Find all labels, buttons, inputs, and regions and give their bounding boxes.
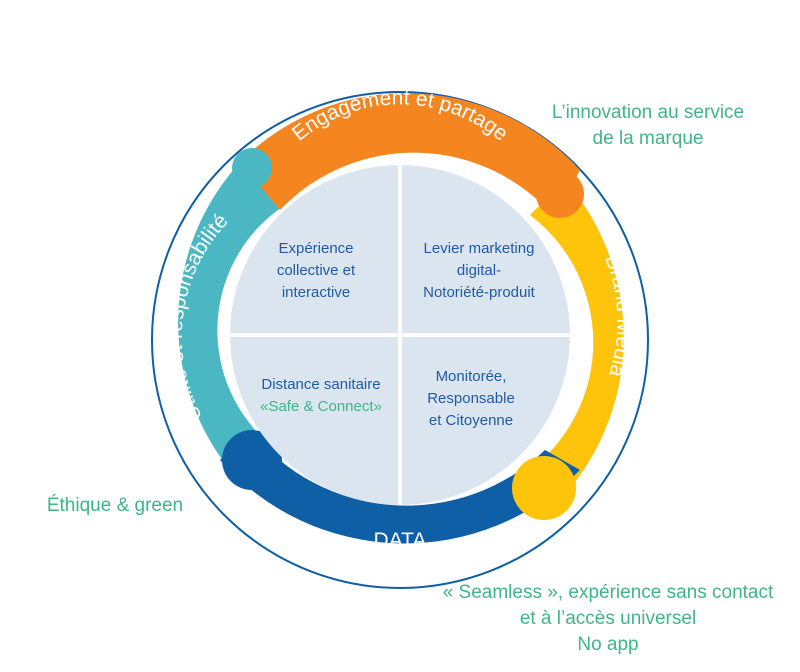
quadrant-top-right-line: Notoriété-produit bbox=[423, 284, 535, 301]
utilite-band bbox=[178, 152, 285, 470]
quadrant-bottom-left-line: Distance sanitaire bbox=[261, 376, 381, 393]
quadrant-top-right-text: Levier marketing digital- Notoriété-prod… bbox=[399, 238, 559, 304]
quadrant-bottom-right-line: Responsable bbox=[427, 390, 515, 407]
note-seamless: « Seamless », expérience sans contact et… bbox=[418, 580, 798, 658]
note-seamless-line: « Seamless », expérience sans contact bbox=[442, 582, 774, 603]
quadrant-bottom-left-text: Distance sanitaire «Safe & Connect» bbox=[246, 374, 396, 418]
quadrant-top-left-line: interactive bbox=[281, 284, 351, 301]
quadrant-top-left-line: Expérience bbox=[278, 240, 354, 257]
quadrant-top-right-line: digital- bbox=[456, 262, 502, 279]
note-innovation-line: de la marque bbox=[592, 128, 704, 149]
data-label: DATA bbox=[374, 529, 427, 552]
utilite-band-cap-top bbox=[232, 148, 272, 188]
safe-connect-label: «Safe & Connect» bbox=[260, 398, 382, 415]
brand-media-band-cap bbox=[512, 456, 576, 520]
engagement-band-cap bbox=[536, 170, 584, 218]
quadrant-top-left-text: Expérience collective et interactive bbox=[241, 238, 391, 304]
data-band bbox=[220, 430, 580, 544]
quadrant-bottom-right-text: Monitorée, Responsable et Citoyenne bbox=[396, 366, 546, 432]
quadrant-bottom-right-line: et Citoyenne bbox=[428, 412, 514, 429]
data-band-cap bbox=[222, 430, 282, 490]
note-seamless-line: et à l’accès universel bbox=[519, 608, 697, 629]
engagement-band bbox=[240, 93, 580, 218]
note-ethique-line: Éthique & green bbox=[46, 495, 184, 516]
quadrant-bottom-right-line: Monitorée, bbox=[435, 368, 507, 385]
note-ethique: Éthique & green bbox=[30, 493, 200, 519]
brand-media-band bbox=[515, 180, 624, 515]
note-seamless-line: No app bbox=[577, 634, 639, 655]
note-innovation: L’innovation au service de la marque bbox=[528, 100, 768, 152]
note-innovation-line: L’innovation au service bbox=[551, 102, 745, 123]
quadrant-top-right-line: Levier marketing bbox=[423, 240, 535, 257]
quadrant-top-left-line: collective et bbox=[276, 262, 356, 279]
